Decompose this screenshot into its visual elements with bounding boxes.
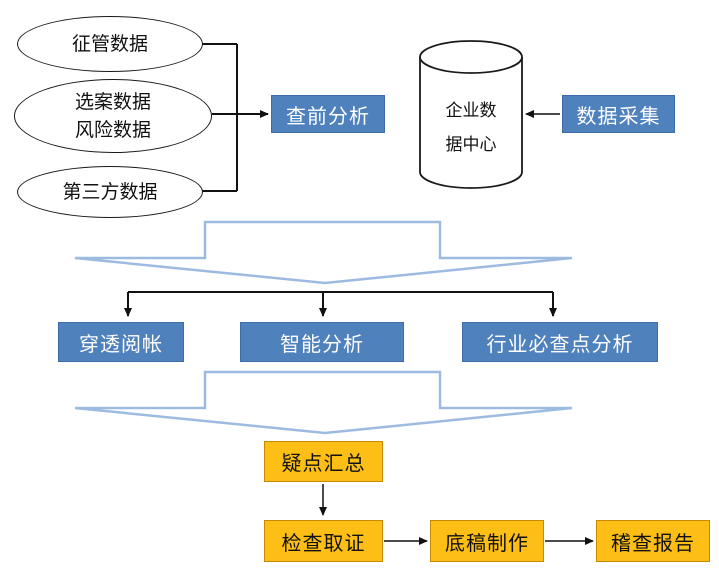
pre-analysis-box: 查前分析 xyxy=(271,95,385,133)
evidence-label: 检查取证 xyxy=(281,530,366,555)
industry-analysis-box: 行业必查点分析 xyxy=(462,322,658,362)
third-party-data-ellipse: 第三方数据 xyxy=(17,166,203,218)
collection-data-ellipse: 征管数据 xyxy=(17,16,203,72)
data-collection-label: 数据采集 xyxy=(576,103,661,128)
source-bracket xyxy=(202,43,238,192)
suspect-summary-box: 疑点汇总 xyxy=(264,441,383,482)
suspect-summary-label: 疑点汇总 xyxy=(281,451,366,475)
pre-analysis-label: 查前分析 xyxy=(286,103,370,128)
penetrate-label: 穿透阅帐 xyxy=(79,331,163,356)
third-party-data-label: 第三方数据 xyxy=(62,181,158,203)
risk-data-label: 风险数据 xyxy=(74,119,151,141)
data-center-line1: 企业数 xyxy=(445,101,497,121)
big-arrow-1 xyxy=(74,220,573,285)
big-arrow-2 xyxy=(74,370,573,435)
data-collection-box: 数据采集 xyxy=(562,95,675,133)
data-center-label: 企业数 据中心 xyxy=(420,94,522,162)
report-box: 稽查报告 xyxy=(596,520,710,562)
data-center-cylinder xyxy=(419,40,523,189)
selection-data-label: 选案数据 xyxy=(74,91,151,113)
smart-analysis-label: 智能分析 xyxy=(280,331,364,356)
penetrate-box: 穿透阅帐 xyxy=(58,322,184,362)
selection-risk-data-ellipse: 选案数据 风险数据 xyxy=(14,79,212,153)
smart-analysis-box: 智能分析 xyxy=(240,322,404,362)
draft-label: 底稿制作 xyxy=(445,530,529,555)
collection-data-label: 征管数据 xyxy=(71,33,148,55)
data-center-line2: 据中心 xyxy=(445,135,497,155)
industry-analysis-label: 行业必查点分析 xyxy=(486,331,634,356)
draft-box: 底稿制作 xyxy=(430,520,544,562)
report-label: 稽查报告 xyxy=(611,530,695,555)
evidence-box: 检查取证 xyxy=(264,520,383,562)
